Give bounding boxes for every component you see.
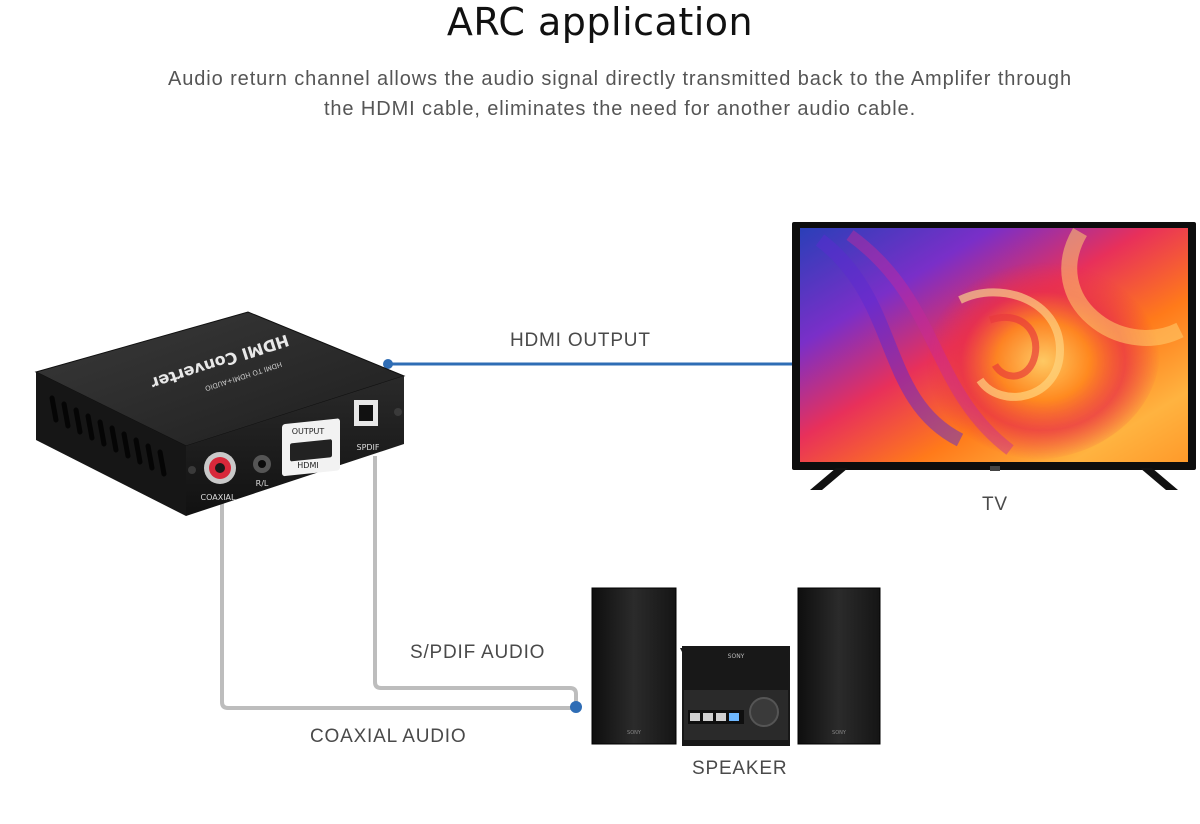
center-unit-brand: SONY [728, 653, 745, 660]
rl-audio-jack [253, 455, 271, 473]
speaker-system: SONY SONY SONY [591, 587, 881, 746]
hdmi-output-cable [383, 359, 798, 369]
subtitle-line-1: Audio return channel allows the audio si… [168, 68, 1072, 90]
hdmi-output-label: HDMI OUTPUT [510, 330, 651, 351]
page-subtitle: Audio return channel allows the audio si… [100, 64, 1140, 124]
port-coaxial-label: COAXIAL [201, 493, 237, 502]
speaker-label: SPEAKER [692, 758, 788, 779]
spdif-audio-label: S/PDIF AUDIO [410, 642, 546, 663]
page-title: ARC application [446, 0, 754, 44]
right-speaker: SONY [797, 587, 881, 745]
coaxial-audio-cable [220, 500, 582, 713]
spdif-port [354, 400, 378, 426]
spdif-audio-cable [373, 456, 578, 706]
coaxial-port [204, 452, 236, 484]
right-speaker-brand: SONY [832, 730, 847, 736]
hdmi-port [282, 418, 340, 477]
port-spdif-label: SPDIF [356, 443, 379, 452]
port-output-label: OUTPUT [292, 427, 325, 436]
tv-label: TV [982, 494, 1008, 515]
left-speaker: SONY [591, 587, 677, 745]
tv-stand [810, 468, 1178, 490]
port-hdmi-label: HDMI [297, 461, 318, 470]
tv [792, 222, 1196, 490]
left-speaker-brand: SONY [627, 730, 642, 736]
port-rl-label: R/L [256, 479, 269, 488]
coaxial-audio-label: COAXIAL AUDIO [310, 726, 467, 747]
center-unit: SONY [680, 646, 790, 746]
hdmi-converter-box: HDMI Converter HDMI TO HDMI+AUDIO OUTPUT… [34, 311, 406, 516]
vent-slots [49, 395, 167, 477]
subtitle-line-2: the HDMI cable, eliminates the need for … [323, 98, 917, 120]
